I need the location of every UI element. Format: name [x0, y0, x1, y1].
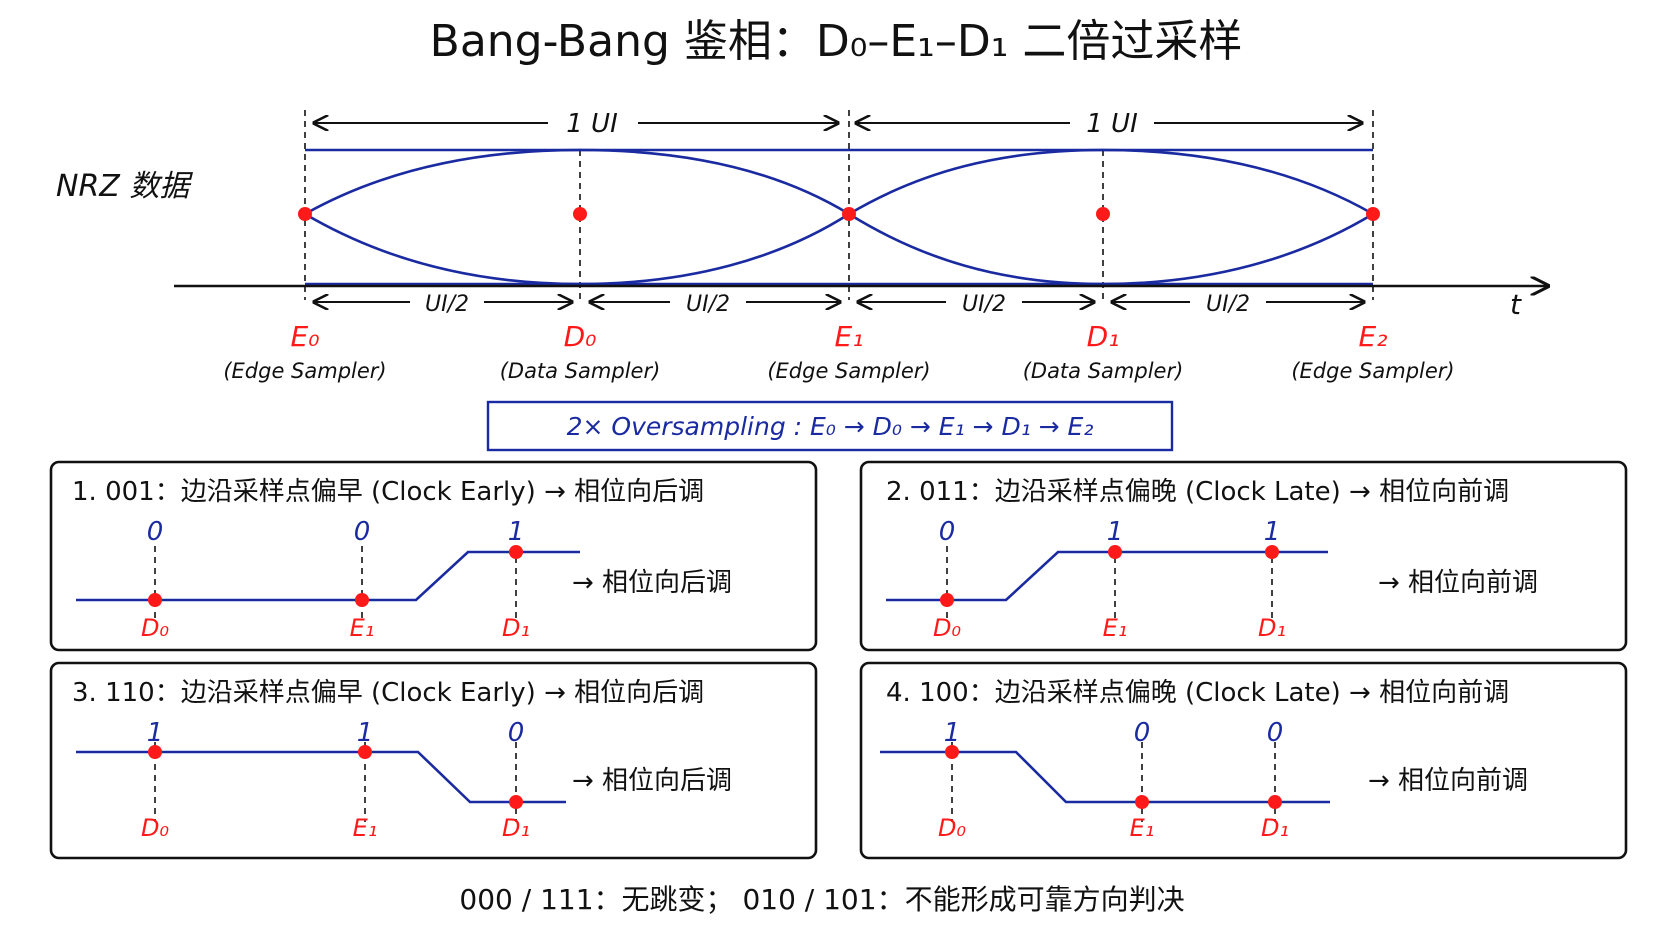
case-1-point-label: E₁ [350, 614, 375, 642]
case-3-e1-point [358, 745, 372, 759]
half-ui-label: UI/2 [962, 292, 1006, 317]
case-1-e1-point [355, 593, 369, 607]
case-3-point-label: D₀ [141, 814, 169, 842]
case-1-waveform: 0 0 1 D₀ E₁ D₁ → 相位向后调 [76, 517, 732, 642]
time-axis-label: t [1510, 288, 1522, 321]
case-2-bit: 0 [939, 517, 956, 547]
case-4-point-label: E₁ [1130, 814, 1155, 842]
d0-label: D₀ [564, 320, 597, 353]
case-panel-4 [859, 661, 1628, 860]
d0-point [573, 207, 587, 221]
ui-dimension-2: 1 UI [856, 109, 1362, 139]
eye-lower-curve-1 [304, 212, 850, 286]
ui-label: 1 UI [566, 109, 618, 139]
e0-label: E₀ [291, 320, 320, 353]
page-title: Bang-Bang 鉴相：D₀–E₁–D₁ 二倍过采样 [430, 16, 1243, 67]
half-ui-label: UI/2 [425, 292, 469, 317]
half-ui-label: UI/2 [686, 292, 730, 317]
ui-label: 1 UI [1086, 109, 1138, 139]
case-1-d1-point [509, 545, 523, 559]
case-3-bit: 1 [147, 718, 164, 748]
case-4-result: → 相位向前调 [1368, 766, 1528, 796]
case-panel-1 [49, 460, 818, 652]
case-1-bit: 0 [354, 517, 371, 547]
case-3-bit: 0 [508, 718, 525, 748]
case-3-bit: 1 [357, 718, 374, 748]
case-2-d1-point [1265, 545, 1279, 559]
eye-upper-curve-2 [848, 148, 1374, 216]
eye-lower-curve-2 [848, 212, 1374, 286]
edge-sampler-label: (Edge Sampler) [767, 359, 930, 383]
case-4-d0-point [945, 745, 959, 759]
eye-upper-curve-1 [304, 148, 850, 216]
case-3-signal [76, 750, 566, 804]
case-1-point-label: D₀ [141, 614, 169, 642]
case-3-waveform: 1 1 0 D₀ E₁ D₁ → 相位向后调 [76, 718, 732, 842]
case-4-bit: 1 [944, 718, 961, 748]
data-sampler-label: (Data Sampler) [1023, 359, 1184, 383]
half-ui-label: UI/2 [1206, 292, 1250, 317]
case-4-e1-point [1135, 795, 1149, 809]
case-3-title: 3. 110：边沿采样点偏早 (Clock Early) → 相位向后调 [72, 678, 704, 708]
footer-note: 000 / 111：无跳变； 010 / 101：不能形成可靠方向判决 [459, 883, 1184, 916]
e2-label: E₂ [1359, 320, 1388, 353]
case-4-title: 4. 100：边沿采样点偏晚 (Clock Late) → 相位向前调 [886, 678, 1509, 708]
case-1-d0-point [148, 593, 162, 607]
case-2-title: 2. 011：边沿采样点偏晚 (Clock Late) → 相位向前调 [886, 477, 1509, 507]
case-2-point-label: D₁ [1258, 614, 1286, 642]
case-3-point-label: D₁ [502, 814, 530, 842]
case-2-bit: 1 [1264, 517, 1281, 547]
case-2-bit: 1 [1107, 517, 1124, 547]
case-1-bit: 0 [147, 517, 164, 547]
case-3-d0-point [148, 745, 162, 759]
case-4-point-label: D₁ [1261, 814, 1289, 842]
case-2-d0-point [940, 593, 954, 607]
case-panel-2 [859, 460, 1628, 652]
e1-label: E₁ [835, 320, 864, 353]
case-1-title: 1. 001：边沿采样点偏早 (Clock Early) → 相位向后调 [72, 477, 704, 507]
case-4-waveform: 1 0 0 D₀ E₁ D₁ → 相位向前调 [880, 718, 1528, 842]
case-4-point-label: D₀ [938, 814, 966, 842]
case-2-signal [886, 550, 1328, 602]
case-4-d1-point [1268, 795, 1282, 809]
edge-sampler-label: (Edge Sampler) [1291, 359, 1454, 383]
data-sampler-label: (Data Sampler) [500, 359, 661, 383]
ui-dimension-1: 1 UI [314, 109, 838, 139]
case-2-point-label: E₁ [1103, 614, 1128, 642]
edge-sampler-label: (Edge Sampler) [223, 359, 386, 383]
case-4-signal [880, 750, 1330, 804]
case-4-bit: 0 [1134, 718, 1151, 748]
d1-point [1096, 207, 1110, 221]
nrz-label: NRZ 数据 [56, 169, 193, 204]
oversampling-box [486, 400, 1174, 452]
d1-label: D₁ [1087, 320, 1120, 353]
eye-diagram [304, 148, 1374, 286]
case-2-waveform: 0 1 1 D₀ E₁ D₁ → 相位向前调 [886, 517, 1538, 642]
e2-point [1366, 207, 1380, 221]
case-1-result: → 相位向后调 [572, 568, 732, 598]
case-3-d1-point [509, 795, 523, 809]
case-3-point-label: E₁ [353, 814, 378, 842]
case-1-point-label: D₁ [502, 614, 530, 642]
e1-point [842, 207, 856, 221]
case-2-result: → 相位向前调 [1378, 568, 1538, 598]
case-1-bit: 1 [508, 517, 525, 547]
case-2-point-label: D₀ [933, 614, 961, 642]
e0-point [298, 207, 312, 221]
case-4-bit: 0 [1267, 718, 1284, 748]
oversampling-text: 2× Oversampling : E₀ → D₀ → E₁ → D₁ → E₂ [567, 412, 1094, 441]
sampler-guides [304, 110, 1374, 300]
sample-points [298, 207, 1380, 221]
case-1-signal [76, 550, 580, 602]
case-2-e1-point [1108, 545, 1122, 559]
case-3-result: → 相位向后调 [572, 766, 732, 796]
case-panel-3 [49, 661, 818, 860]
